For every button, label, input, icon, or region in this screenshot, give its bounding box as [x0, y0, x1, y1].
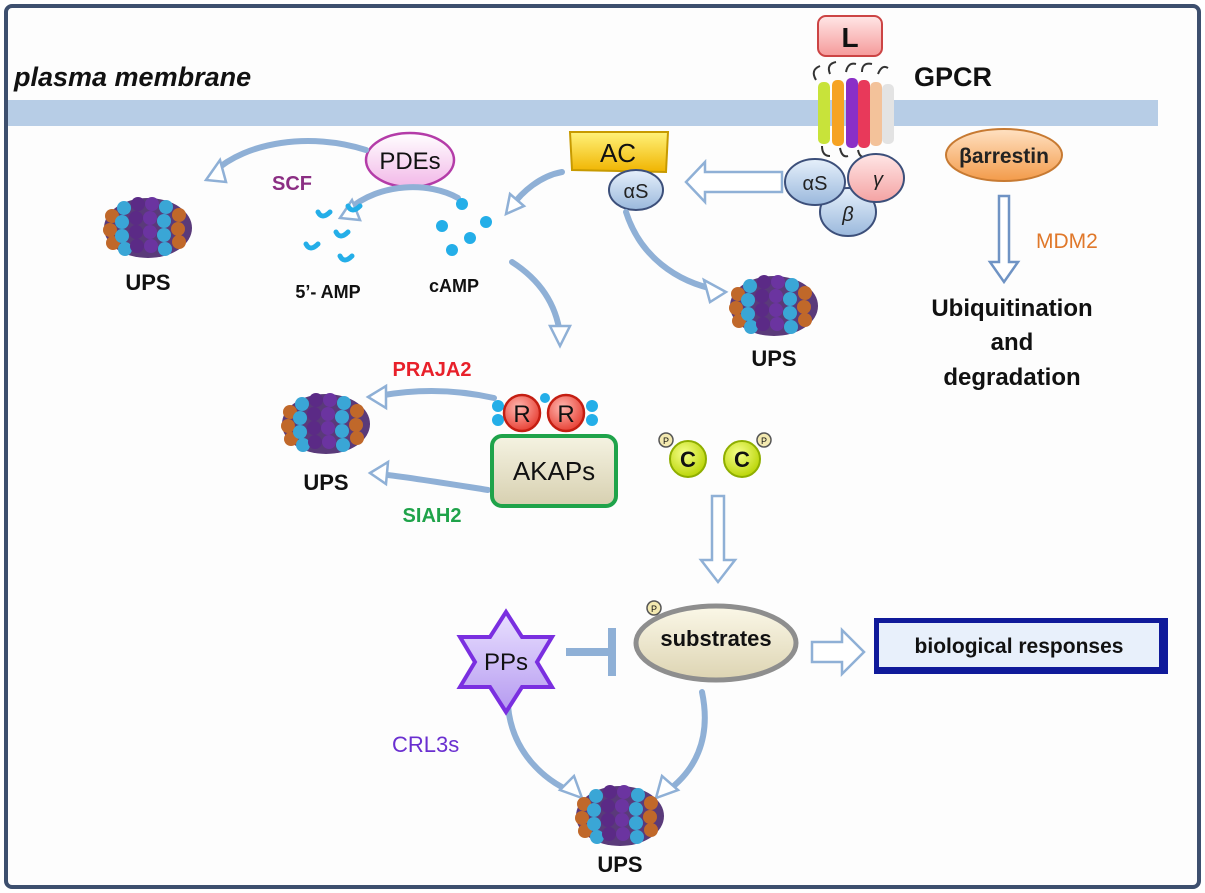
- akaps-label: AKAPs: [513, 456, 595, 486]
- alpha-s-to-ups-arrow: [623, 209, 721, 293]
- c2-label: C: [734, 447, 750, 472]
- five-amp-molecules: [303, 203, 363, 263]
- phospho-1: [658, 432, 674, 448]
- plasma-membrane-band: [8, 100, 1158, 126]
- adenylyl-cyclase: [568, 131, 670, 174]
- beta-arrestin: [945, 128, 1063, 182]
- pdes-label: PDEs: [379, 148, 440, 175]
- gamma-subunit: [847, 153, 905, 203]
- beta-label: β: [841, 204, 853, 226]
- ups-bottom-label: UPS: [597, 852, 642, 877]
- r2-label: R: [557, 401, 574, 428]
- siah2-arrow: [377, 471, 491, 493]
- plasma-membrane-label: plasma membrane: [13, 62, 251, 92]
- gamma-label: γ: [873, 169, 884, 191]
- substrates-to-ups-arrow: [663, 689, 708, 795]
- alpha-s-gpcr-subunit: [784, 158, 846, 206]
- camp-to-amp-arrow: [345, 184, 461, 213]
- phospho-2-label: P: [761, 436, 767, 446]
- beta-arrestin-label: βarrestin: [959, 145, 1049, 168]
- praja2-label: PRAJA2: [393, 359, 472, 381]
- alpha-s-ac-label: αS: [624, 181, 649, 203]
- camp-bound-dots: [492, 393, 598, 426]
- ubiquitination-line2: and: [991, 329, 1034, 356]
- substrates: [633, 603, 799, 683]
- ac-label: AC: [600, 138, 636, 168]
- camp-molecules: [436, 198, 492, 256]
- phospho-1-label: P: [663, 436, 669, 446]
- ligand-label: L: [841, 22, 858, 53]
- pps-label: PPs: [484, 649, 528, 676]
- gpcr-to-ac-arrow: [684, 158, 784, 206]
- regulatory-subunit-2: [546, 393, 586, 433]
- ups-left-label: UPS: [125, 270, 170, 295]
- ubiquitination-line1: Ubiquitination: [931, 295, 1092, 322]
- arrestin-down-arrow: [987, 194, 1021, 285]
- regulatory-subunit-1: [502, 393, 542, 433]
- pdes-to-ups-arrow: [211, 138, 369, 175]
- pka-to-substrates-arrow: [698, 494, 738, 585]
- siah2-label: SIAH2: [403, 505, 462, 527]
- camp-label: cAMP: [429, 276, 479, 296]
- biological-responses-box: [877, 621, 1161, 669]
- alpha-s-gpcr-label: αS: [803, 173, 828, 195]
- r1-label: R: [513, 401, 530, 428]
- substrates-label: substrates: [660, 626, 771, 651]
- five-amp-label: 5’- AMP: [295, 282, 360, 302]
- akaps-box: [490, 434, 618, 508]
- mdm2-label: MDM2: [1036, 230, 1098, 253]
- scf-label: SCF: [272, 173, 312, 195]
- biological-responses-label: biological responses: [915, 635, 1124, 658]
- ubiquitination-line3: degradation: [943, 364, 1080, 391]
- substrate-phospho: [646, 600, 662, 616]
- phospho-2: [756, 432, 772, 448]
- gpcr-label: GPCR: [914, 62, 992, 92]
- gpcr-receptor: [812, 61, 894, 159]
- ups-center-label: UPS: [751, 346, 796, 371]
- pps-star: [456, 608, 556, 716]
- c1-label: C: [680, 447, 696, 472]
- catalytic-subunit-1: [669, 440, 707, 478]
- catalytic-subunit-2: [723, 440, 761, 478]
- praja2-arrow: [375, 388, 497, 401]
- alpha-s-ac-subunit: [608, 169, 664, 211]
- substrates-to-responses-arrow: [810, 626, 866, 678]
- crl3s-label: CRL3s: [392, 732, 459, 757]
- ligand-box: [817, 15, 883, 57]
- ups-akap-label: UPS: [303, 470, 348, 495]
- substrate-phospho-label: P: [651, 604, 657, 614]
